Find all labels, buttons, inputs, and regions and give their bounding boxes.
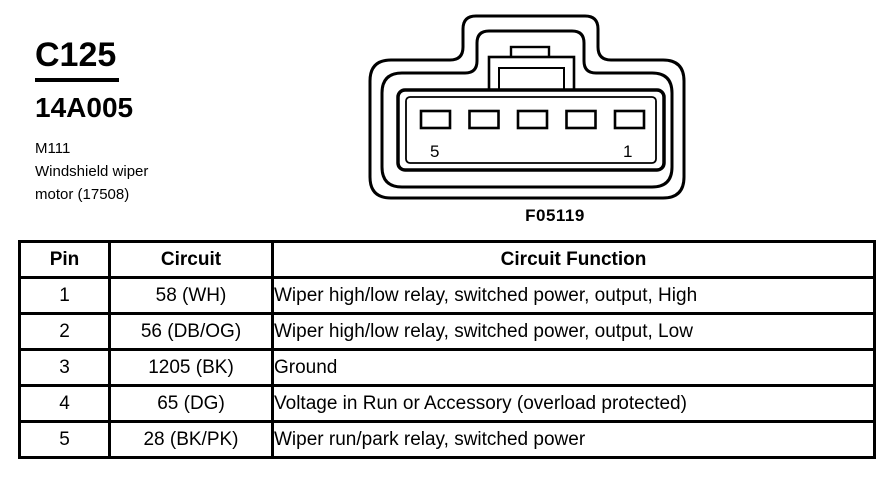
component-name-line2: motor (17508)	[35, 186, 130, 203]
column-header-circuit-function: Circuit Function	[271, 240, 876, 279]
table-header-row: Pin Circuit Circuit Function	[18, 240, 876, 279]
pin-slot-2	[565, 109, 597, 130]
component-code: M111	[35, 140, 71, 157]
pin-field-outer	[396, 88, 666, 172]
pin-slot-5	[419, 109, 452, 130]
pin-cell: 2	[18, 312, 111, 351]
pin-cell: 5	[18, 420, 111, 459]
circuit-function-cell: Ground	[271, 348, 876, 387]
pin-cell: 4	[18, 384, 111, 423]
column-header-pin: Pin	[18, 240, 111, 279]
pinout-table: Pin Circuit Circuit Function 1 58 (WH) W…	[18, 240, 876, 459]
circuit-function-cell: Wiper run/park relay, switched power	[271, 420, 876, 459]
part-number-heading: 14A005	[35, 92, 134, 123]
pin-cell: 1	[18, 276, 111, 315]
table-row: 2 56 (DB/OG) Wiper high/low relay, switc…	[18, 312, 876, 351]
component-description: M111 Windshield wiper motor (17508)	[35, 137, 148, 206]
pin-number-left-label: 5	[430, 142, 439, 161]
circuit-cell: 28 (BK/PK)	[108, 420, 274, 459]
circuit-function-cell: Wiper high/low relay, switched power, ou…	[271, 312, 876, 351]
circuit-cell: 1205 (BK)	[108, 348, 274, 387]
circuit-function-cell: Voltage in Run or Accessory (overload pr…	[271, 384, 876, 423]
connector-id-heading: C125	[35, 36, 120, 82]
latch-outer	[487, 55, 576, 93]
circuit-function-cell: Wiper high/low relay, switched power, ou…	[271, 276, 876, 315]
pin-cell: 3	[18, 348, 111, 387]
component-name-line1: Windshield wiper	[35, 163, 149, 180]
pin-field-inner	[405, 96, 657, 164]
connector-face-diagram: 5 1	[368, 14, 686, 200]
figure-code-caption: F05119	[525, 206, 585, 225]
pin-slot-4	[468, 109, 500, 130]
circuit-cell: 65 (DG)	[108, 384, 274, 423]
pin-slot-1	[613, 109, 646, 130]
pin-number-right-label: 1	[623, 142, 632, 161]
table-row: 3 1205 (BK) Ground	[18, 348, 876, 387]
table-row: 5 28 (BK/PK) Wiper run/park relay, switc…	[18, 420, 876, 459]
table-row: 1 58 (WH) Wiper high/low relay, switched…	[18, 276, 876, 315]
table-row: 4 65 (DG) Voltage in Run or Accessory (o…	[18, 384, 876, 423]
pin-slot-3	[516, 109, 549, 130]
circuit-cell: 58 (WH)	[108, 276, 274, 315]
circuit-cell: 56 (DB/OG)	[108, 312, 274, 351]
column-header-circuit: Circuit	[108, 240, 274, 279]
